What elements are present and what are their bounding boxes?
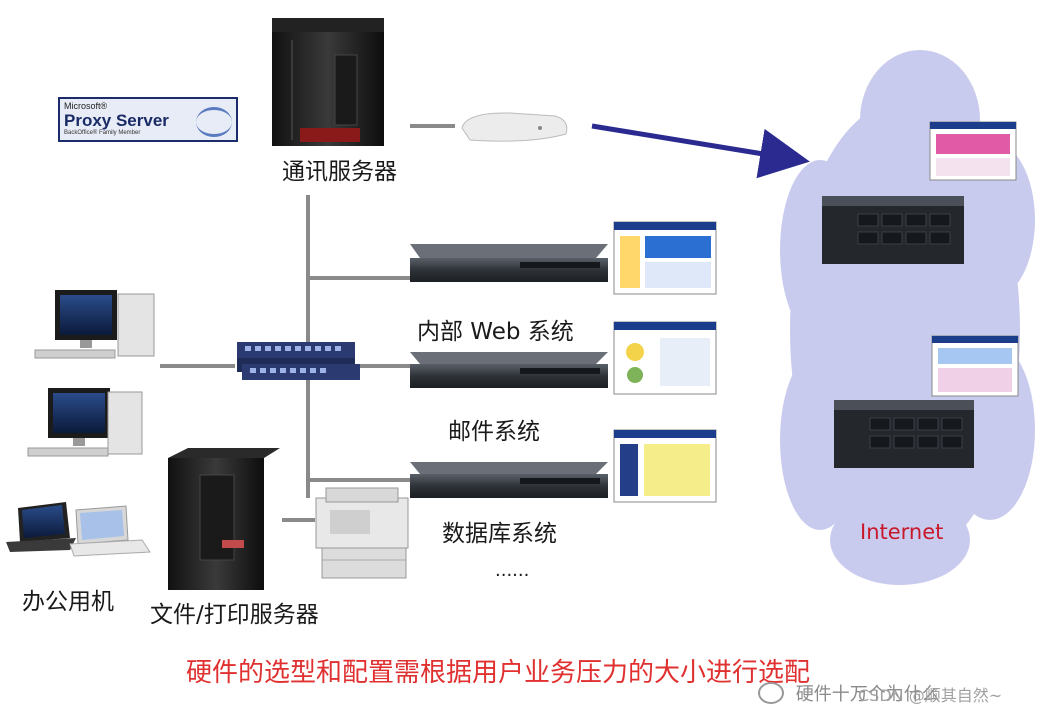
file-print-server-label: 文件/打印服务器 [150,602,319,628]
mail-page-thumbnail [613,321,717,395]
internet-web-page-thumbnail [931,335,1019,397]
mail-rack-server-icon [410,352,608,388]
database-page-thumbnail [613,429,717,503]
watermark: 硬件十万个为什么 CSDN @顺其自然~ [758,680,1002,706]
internet-web-page-thumbnail [929,121,1017,181]
internet-rack-server-icon [834,400,974,468]
comm-server-label: 通讯服务器 [282,159,397,185]
comm-server-tower-icon [272,18,384,146]
database-label: 数据库系统 [442,521,557,547]
file-print-server-tower-icon [168,448,280,590]
logo-swoosh-icon [196,107,232,137]
uplink-arrow [591,123,810,179]
diagram-caption: 硬件的选型和配置需根据用户业务压力的大小进行选配 [186,658,811,688]
proxy-server-logo: Microsoft® Proxy Server BackOffice® Fami… [58,97,238,142]
logo-vendor: Microsoft® [64,101,108,111]
more-systems-ellipsis: ...... [495,560,530,581]
internet-label: Internet [860,520,944,544]
web-rack-server-icon [410,244,608,282]
wechat-icon [758,682,784,704]
network-switch-icon [237,342,360,380]
printer-icon [315,487,409,579]
mail-label: 邮件系统 [448,419,540,445]
internet-rack-server-icon [822,196,964,264]
watermark-account: 硬件十万个为什么 [795,684,940,705]
laptop-icon [69,505,151,557]
web-page-thumbnail [613,221,717,295]
laptop-icon [6,502,76,552]
internal-web-label: 内部 Web 系统 [417,319,574,345]
office-pc-label: 办公用机 [22,589,114,615]
router-icon [461,112,568,142]
logo-product: Proxy Server [64,111,169,130]
logo-family: BackOffice® Family Member [64,130,141,136]
database-rack-server-icon [410,462,608,498]
desktop-pc-icon [34,290,155,359]
desktop-pc-icon [27,388,143,457]
watermark-site: CSDN @顺其自然~ [858,686,1003,705]
